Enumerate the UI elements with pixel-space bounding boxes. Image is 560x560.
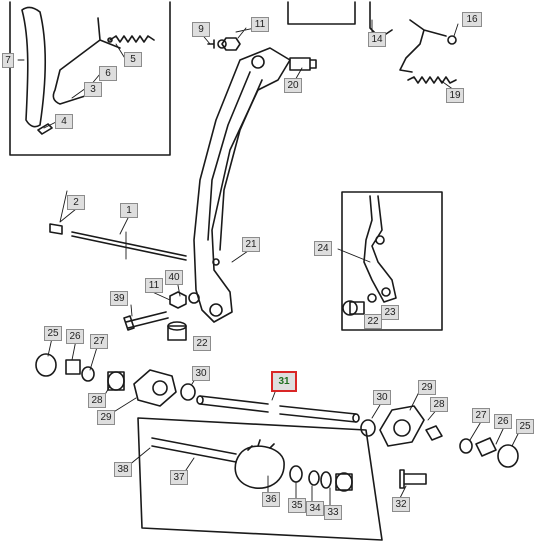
callout-2[interactable]: 2 [67, 195, 85, 210]
pin-22 [167, 325, 187, 341]
callout-9[interactable]: 9 [192, 22, 210, 37]
inset-frame-24 [341, 191, 443, 331]
bearing-28-right [425, 425, 443, 441]
callout-28-right[interactable]: 28 [430, 397, 448, 412]
callout-34[interactable]: 34 [306, 501, 324, 516]
screw-9 [207, 39, 215, 49]
oring-30-left [180, 383, 196, 401]
inset-frame-top-mid [287, 1, 356, 25]
control-cable [21, 6, 47, 128]
spring-19 [407, 76, 457, 84]
callout-27-right[interactable]: 27 [472, 408, 490, 423]
bolt-39 [125, 311, 169, 329]
callout-14[interactable]: 14 [368, 32, 386, 47]
pin-20 [289, 57, 317, 71]
pin-2 [49, 223, 63, 235]
callout-30-right[interactable]: 30 [373, 390, 391, 405]
rod-1 [71, 231, 187, 261]
bushing-26-right [475, 437, 497, 457]
ring-34 [308, 470, 320, 486]
nut-11 [221, 37, 241, 51]
callout-16[interactable]: 16 [462, 12, 482, 27]
callout-38[interactable]: 38 [114, 462, 132, 477]
ring-33a [320, 471, 332, 489]
callout-20[interactable]: 20 [284, 78, 302, 93]
oring-30-right [360, 419, 376, 437]
washer-35 [289, 465, 303, 483]
linkage-rod [52, 17, 121, 105]
callout-27-left[interactable]: 27 [90, 334, 108, 349]
callout-40[interactable]: 40 [165, 270, 183, 285]
callout-39[interactable]: 39 [110, 291, 128, 306]
callout-24[interactable]: 24 [314, 241, 332, 256]
bushing-25-left [35, 353, 57, 377]
callout-4[interactable]: 4 [55, 114, 73, 129]
callout-21[interactable]: 21 [242, 237, 260, 252]
bushing-25-right [497, 444, 519, 468]
inset-frame-top-left [9, 1, 171, 156]
nut-11-mid [169, 291, 187, 309]
callout-11-top[interactable]: 11 [251, 17, 269, 32]
callout-6[interactable]: 6 [99, 66, 117, 81]
callout-3[interactable]: 3 [84, 82, 102, 97]
callout-1[interactable]: 1 [120, 203, 138, 218]
callout-25-left[interactable]: 25 [44, 326, 62, 341]
callout-35[interactable]: 35 [288, 498, 306, 513]
callout-30-left[interactable]: 30 [192, 366, 210, 381]
callout-22[interactable]: 22 [193, 336, 211, 351]
callout-31-selected[interactable]: 31 [271, 371, 297, 392]
callout-11-mid[interactable]: 11 [145, 278, 163, 293]
clip-4 [37, 123, 53, 135]
callout-29-left[interactable]: 29 [97, 410, 115, 425]
main-lever-21 [193, 47, 291, 323]
inset-frame-bottom [137, 417, 383, 541]
bolt-32 [399, 469, 427, 489]
lever-16 [399, 19, 447, 73]
callout-28-left[interactable]: 28 [88, 393, 106, 408]
callout-33[interactable]: 33 [324, 505, 342, 520]
callout-26-left[interactable]: 26 [66, 329, 84, 344]
shaft-31 [199, 395, 357, 423]
callout-7[interactable]: 7 [2, 53, 14, 68]
callout-23[interactable]: 23 [381, 305, 399, 320]
callout-36[interactable]: 36 [262, 492, 280, 507]
callout-19[interactable]: 19 [446, 88, 464, 103]
callout-5[interactable]: 5 [124, 52, 142, 67]
shaft-37 [151, 437, 237, 463]
gear-36 [234, 445, 285, 489]
spring-5 [109, 35, 155, 43]
callout-32[interactable]: 32 [392, 497, 410, 512]
flange-29-right [379, 405, 425, 447]
callout-25-right[interactable]: 25 [516, 419, 534, 434]
flange-29-left [133, 369, 177, 407]
callout-26-right[interactable]: 26 [494, 414, 512, 429]
callout-37[interactable]: 37 [170, 470, 188, 485]
callout-29-right[interactable]: 29 [418, 380, 436, 395]
callout-22-inset[interactable]: 22 [364, 314, 382, 329]
